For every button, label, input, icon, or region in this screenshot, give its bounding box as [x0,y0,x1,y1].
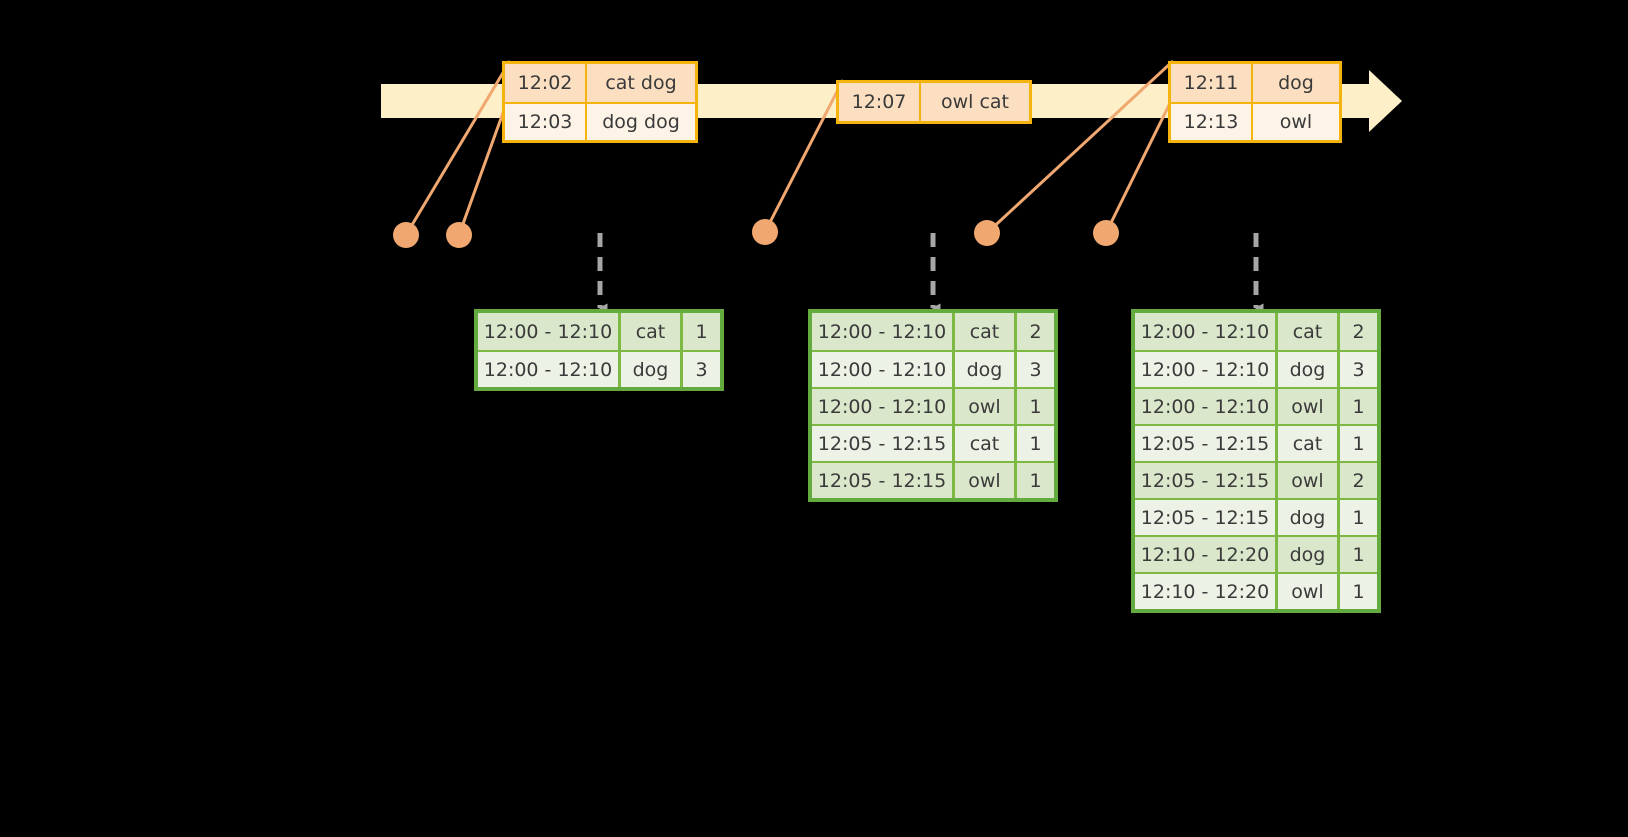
event-row: 12:07 owl cat [839,83,1029,121]
window-cell: 12:00 - 12:10 [1135,352,1278,387]
key-cell: cat [955,313,1017,350]
event-group-2: 12:07 owl cat [836,80,1032,124]
event-value: dog dog [602,111,680,133]
window-cell: 12:00 - 12:10 [812,313,955,350]
count-cell: 1 [1352,580,1365,603]
key-cell: dog [1278,352,1340,387]
event-group-3: 12:11 dog 12:13 owl [1168,61,1342,143]
connector-line-2 [457,98,510,236]
window-cell: 12:10 - 12:20 [1135,537,1278,572]
count-cell: 2 [1029,320,1042,343]
key-cell: owl [955,389,1017,424]
count-cell: 3 [1352,358,1365,381]
event-time: 12:11 [1171,64,1253,102]
key-cell: owl [1278,574,1340,609]
event-group-1: 12:02 cat dog 12:03 dog dog [502,61,698,143]
count-cell: 3 [1029,358,1042,381]
window-cell: 12:05 - 12:15 [1135,463,1278,498]
connector-dot-2 [446,222,472,248]
window-cell: 12:00 - 12:10 [812,352,955,387]
event-row: 12:11 dog [1171,64,1339,102]
event-value: owl cat [940,91,1010,113]
count-cell: 1 [1352,395,1365,418]
connector-line-3 [763,79,845,233]
key-cell: dog [1278,500,1340,535]
window-cell: 12:05 - 12:15 [812,426,955,461]
event-time: 12:03 [505,104,587,140]
window-cell: 12:00 - 12:10 [812,389,955,424]
event-time: 12:07 [839,83,921,121]
count-cell: 1 [1029,469,1042,492]
window-cell: 12:05 - 12:15 [1135,426,1278,461]
window-cell: 12:00 - 12:10 [1135,389,1278,424]
key-cell: owl [955,463,1017,498]
key-cell: owl [1278,389,1340,424]
window-cell: 12:10 - 12:20 [1135,574,1278,609]
key-cell: dog [955,352,1017,387]
connector-dot-3 [752,219,778,245]
key-cell: cat [1278,426,1340,461]
window-cell: 12:00 - 12:10 [1135,313,1278,350]
connector-dots [393,219,1119,248]
event-value: cat dog [605,72,677,94]
event-row: 12:02 cat dog [505,64,695,102]
key-cell: owl [1278,463,1340,498]
count-cell: 1 [1352,543,1365,566]
key-cell: cat [621,313,683,350]
count-cell: 2 [1352,320,1365,343]
key-cell: cat [955,426,1017,461]
count-cell: 1 [1352,506,1365,529]
event-value: owl [1279,111,1313,133]
connector-dot-1 [393,222,419,248]
connector-dot-4 [974,220,1000,246]
count-cell: 1 [1352,432,1365,455]
connector-line-5 [1104,98,1174,234]
count-cell: 3 [695,358,708,381]
count-cell: 1 [1029,395,1042,418]
window-cell: 12:00 - 12:10 [478,352,621,387]
key-cell: cat [1278,313,1340,350]
event-value: dog [1278,72,1314,94]
event-row: 12:03 dog dog [505,102,695,140]
event-time: 12:13 [1171,104,1253,140]
window-cell: 12:00 - 12:10 [478,313,621,350]
key-cell: dog [621,352,683,387]
count-cell: 1 [695,320,708,343]
count-cell: 1 [1029,432,1042,455]
count-cell: 2 [1352,469,1365,492]
key-cell: dog [1278,537,1340,572]
window-cell: 12:05 - 12:15 [812,463,955,498]
event-time: 12:02 [505,64,587,102]
connector-line-1 [404,60,512,236]
dashed-arrows [597,233,1264,313]
event-row: 12:13 owl [1171,102,1339,140]
connector-dot-5 [1093,220,1119,246]
window-cell: 12:05 - 12:15 [1135,500,1278,535]
